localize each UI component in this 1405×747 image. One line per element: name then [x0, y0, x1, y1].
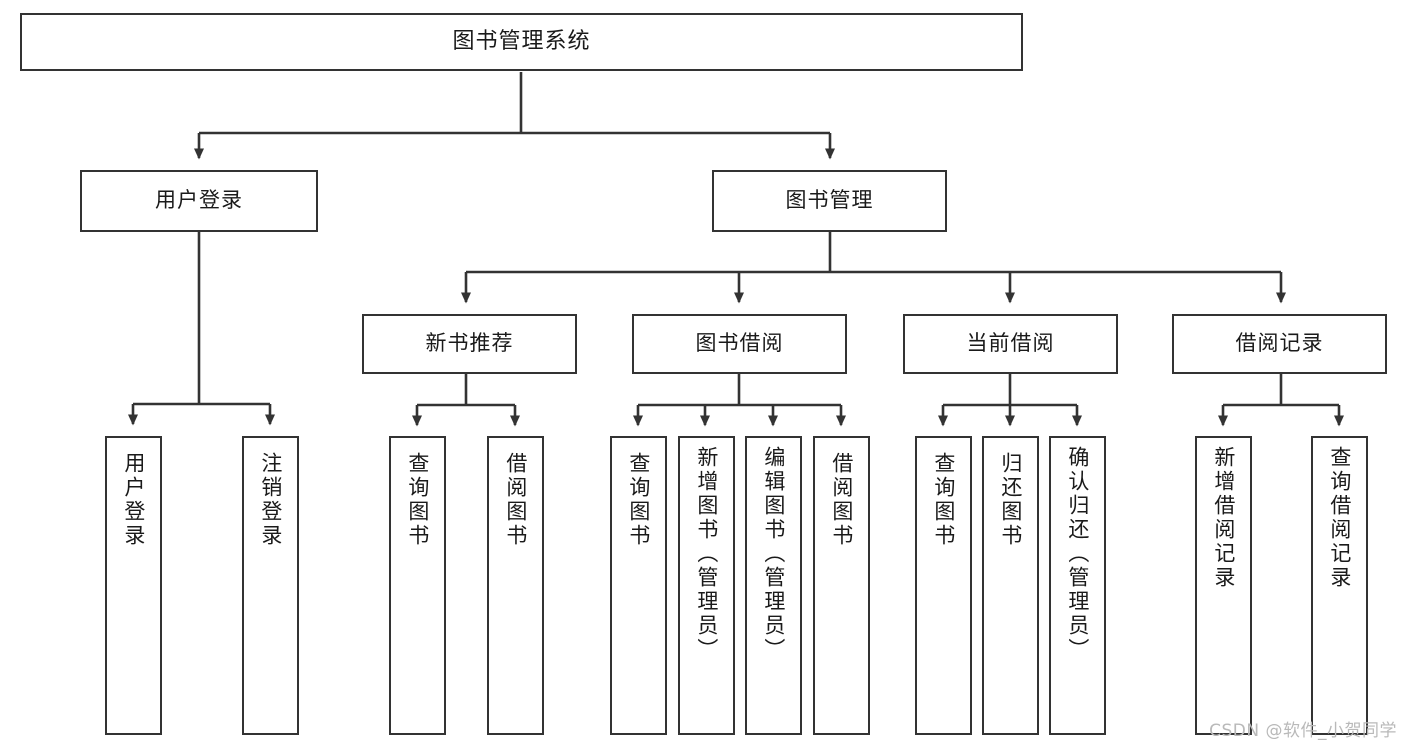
node-borrow-record[interactable]: 借阅记录	[1172, 314, 1387, 374]
node-leaf-query-record[interactable]: 查询借阅记录	[1311, 436, 1368, 735]
node-leaf-query-book-3-label: 查询图书	[931, 452, 956, 548]
node-leaf-borrow-book-1[interactable]: 借阅图书	[487, 436, 544, 735]
node-leaf-edit-book-label: 编辑图书（管理员）	[761, 446, 786, 662]
node-book-borrow[interactable]: 图书借阅	[632, 314, 847, 374]
node-leaf-edit-book[interactable]: 编辑图书（管理员）	[745, 436, 802, 735]
node-book-manage-label: 图书管理	[785, 188, 874, 213]
csdn-watermark: CSDN @软件_小贺同学	[1209, 721, 1397, 741]
node-borrow-record-label: 借阅记录	[1235, 331, 1324, 356]
node-root-label: 图书管理系统	[452, 28, 591, 54]
node-book-manage[interactable]: 图书管理	[712, 170, 947, 232]
node-leaf-confirm-return[interactable]: 确认归还（管理员）	[1049, 436, 1106, 735]
node-leaf-query-book-2[interactable]: 查询图书	[610, 436, 667, 735]
node-leaf-query-book-1-label: 查询图书	[405, 452, 430, 548]
node-new-book-recommend-label: 新书推荐	[425, 331, 514, 356]
node-leaf-query-book-2-label: 查询图书	[626, 452, 651, 548]
node-leaf-user-logout[interactable]: 注销登录	[242, 436, 299, 735]
node-leaf-add-book-label: 新增图书（管理员）	[694, 446, 719, 662]
node-leaf-return-book-label: 归还图书	[998, 452, 1023, 548]
node-leaf-borrow-book-2-label: 借阅图书	[829, 452, 854, 548]
node-user-login-label: 用户登录	[155, 188, 243, 213]
node-leaf-query-record-label: 查询借阅记录	[1327, 446, 1352, 590]
node-current-borrow-label: 当前借阅	[966, 331, 1055, 356]
node-leaf-query-book-3[interactable]: 查询图书	[915, 436, 972, 735]
node-book-borrow-label: 图书借阅	[695, 331, 784, 356]
node-leaf-borrow-book-2[interactable]: 借阅图书	[813, 436, 870, 735]
node-leaf-borrow-book-1-label: 借阅图书	[503, 452, 528, 548]
node-leaf-confirm-return-label: 确认归还（管理员）	[1065, 446, 1090, 662]
node-leaf-return-book[interactable]: 归还图书	[982, 436, 1039, 735]
node-leaf-add-record-label: 新增借阅记录	[1211, 446, 1236, 590]
node-leaf-add-book[interactable]: 新增图书（管理员）	[678, 436, 735, 735]
node-leaf-user-logout-label: 注销登录	[258, 452, 283, 548]
node-root[interactable]: 图书管理系统	[20, 13, 1023, 71]
node-current-borrow[interactable]: 当前借阅	[903, 314, 1118, 374]
node-leaf-user-login[interactable]: 用户登录	[105, 436, 162, 735]
node-leaf-user-login-label: 用户登录	[121, 452, 146, 548]
node-leaf-add-record[interactable]: 新增借阅记录	[1195, 436, 1252, 735]
node-new-book-recommend[interactable]: 新书推荐	[362, 314, 577, 374]
node-leaf-query-book-1[interactable]: 查询图书	[389, 436, 446, 735]
node-user-login[interactable]: 用户登录	[80, 170, 318, 232]
